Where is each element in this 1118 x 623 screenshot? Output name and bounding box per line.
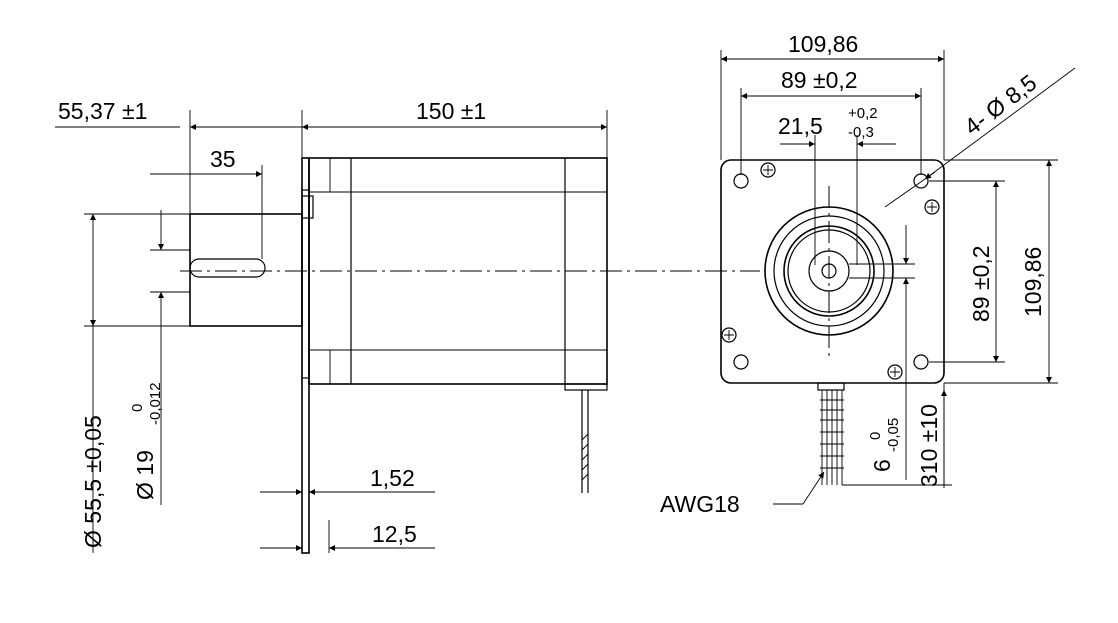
side-view: 55,37 ±1 150 ±1 35 Ø 55,5 ±0,05 Ø 19 0 -… [55, 98, 760, 554]
hole-spacing-dim: 89 ±0,2 [781, 67, 858, 93]
body-length-dim: 150 ±1 [416, 98, 486, 124]
mount-hole [913, 173, 929, 189]
mount-hole [733, 173, 749, 189]
key-tol-lower: -0,05 [885, 418, 902, 452]
key-slot [189, 258, 266, 278]
shaft-diameter-dim: Ø 19 [132, 450, 158, 500]
mount-holes-note: 4- Ø 8,5 [959, 69, 1041, 140]
mount-hole [913, 354, 929, 370]
shaft-length-dim: 35 [210, 146, 236, 172]
shaft-offset-tol-upper: +0,2 [848, 105, 878, 122]
wire-bundle [817, 382, 845, 485]
screw-icon [887, 364, 903, 380]
screw-icon [721, 327, 737, 343]
key-depth-dim: 6 [869, 459, 895, 472]
overall-height-dim: 109,86 [1020, 247, 1046, 317]
front-view: 109,86 89 ±0,2 21,5 +0,2 -0,3 4- Ø 8,5 8… [660, 31, 1076, 517]
shaft-offset-front-dim: 21,5 [778, 113, 823, 139]
key-tol-upper: 0 [867, 432, 884, 440]
shaft-offset-dim: 55,37 ±1 [58, 98, 147, 124]
flange-plate [301, 157, 310, 554]
lead-wire [581, 390, 589, 493]
hole-spacing-vertical-dim: 89 ±0,2 [968, 245, 994, 322]
wire-gauge-label: AWG18 [660, 491, 740, 517]
flange-thickness-dim: 12,5 [372, 521, 417, 547]
shaft-offset-tol-lower: -0,3 [848, 124, 874, 141]
mount-hole [733, 354, 749, 370]
flange-tab [301, 195, 314, 219]
overall-width-dim: 109,86 [788, 31, 858, 57]
pilot-diameter-dim: Ø 55,5 ±0,05 [80, 415, 106, 548]
shaft-tol-upper: 0 [129, 404, 146, 412]
shaft [189, 213, 303, 327]
shaft-tol-lower: -0,012 [147, 382, 164, 425]
flange-step-dim: 1,52 [370, 465, 415, 491]
lead-length-dim: 310 ±10 [916, 404, 942, 487]
screw-icon [760, 162, 776, 178]
screw-icon [924, 199, 940, 215]
